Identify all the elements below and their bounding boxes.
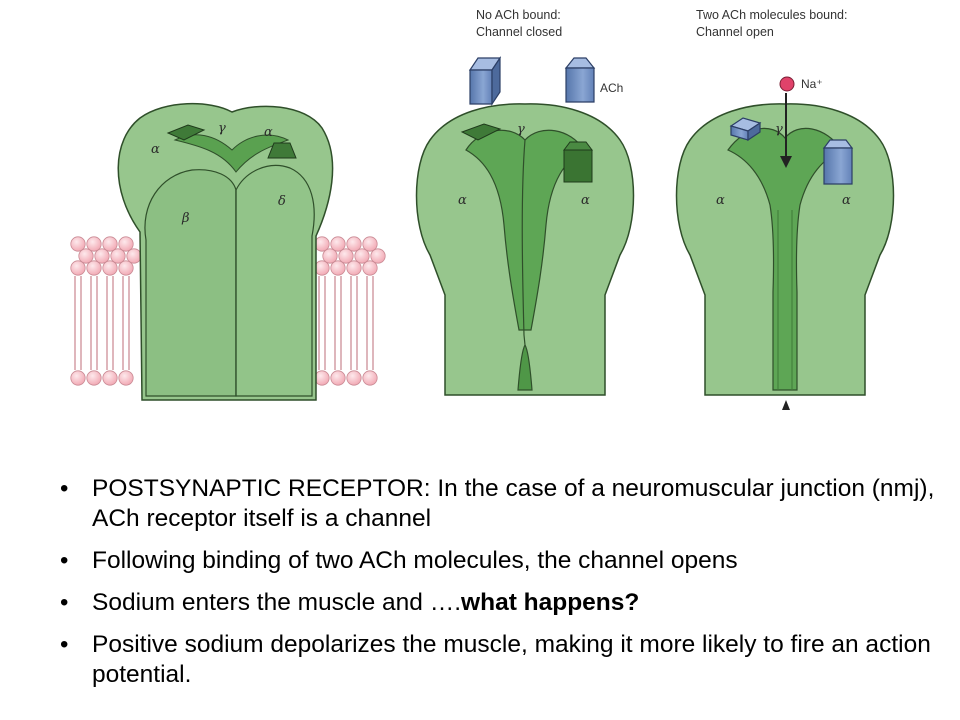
bullet-3: Sodium enters the muscle and ….what happ… xyxy=(56,588,936,618)
bullet-1: POSTSYNAPTIC RECEPTOR: In the case of a … xyxy=(56,474,936,534)
subunit-alpha-4: α xyxy=(581,193,590,208)
receptor-closed xyxy=(415,103,635,396)
subunit-alpha-2: α xyxy=(264,125,273,140)
lipid-head xyxy=(370,248,386,264)
panel3-caption-line1: Two ACh molecules bound: xyxy=(696,8,847,22)
lipid-head xyxy=(346,260,362,276)
ach-label: ACh xyxy=(600,81,623,95)
ach-bound-1 xyxy=(729,117,762,142)
lipid-head xyxy=(110,248,126,264)
receptor-3d xyxy=(117,102,334,401)
lipid-head xyxy=(330,370,346,386)
bullet-2-text: Following binding of two ACh molecules, … xyxy=(92,547,738,574)
subunit-alpha-6: α xyxy=(842,193,851,208)
sodium-ion xyxy=(779,76,795,92)
lipid-head xyxy=(346,370,362,386)
bullet-list: POSTSYNAPTIC RECEPTOR: In the case of a … xyxy=(56,474,936,702)
lipid-head xyxy=(322,248,338,264)
lipid-head xyxy=(70,370,86,386)
panel2-caption-line1: No ACh bound: xyxy=(476,8,561,22)
subunit-delta: δ xyxy=(278,194,286,209)
lipid-head xyxy=(102,370,118,386)
lipid-head xyxy=(86,370,102,386)
bullet-3-bold: what happens? xyxy=(461,589,640,616)
subunit-beta: β xyxy=(181,211,190,226)
subunit-alpha-1: α xyxy=(151,142,160,157)
lipid-head xyxy=(118,260,134,276)
ach-molecule-2 xyxy=(564,57,596,103)
lipid-head xyxy=(102,236,118,252)
ach-bound-2 xyxy=(822,139,854,185)
bullet-4-text: Positive sodium depolarizes the muscle, … xyxy=(92,631,931,688)
lipid-head xyxy=(314,370,330,386)
bullet-2: Following binding of two ACh molecules, … xyxy=(56,546,936,576)
subunit-gamma-3: γ xyxy=(775,122,783,137)
bullet-1-text: POSTSYNAPTIC RECEPTOR: In the case of a … xyxy=(92,475,935,532)
panel3-caption-line2: Channel open xyxy=(696,25,774,39)
lipid-head xyxy=(102,260,118,276)
binding-pocket-closed-2 xyxy=(563,141,593,183)
subunit-alpha-3: α xyxy=(458,193,467,208)
lipid-head xyxy=(86,260,102,276)
lipid-head xyxy=(330,260,346,276)
membrane-left xyxy=(70,236,142,386)
lipid-head xyxy=(330,236,346,252)
panel2-caption-line2: Channel closed xyxy=(476,25,562,39)
sodium-label: Na⁺ xyxy=(801,77,823,91)
lipid-head xyxy=(362,370,378,386)
lipid-head xyxy=(70,260,86,276)
receptor-diagram: α γ α β δ No ACh bound: Channel closed A… xyxy=(70,8,895,410)
bullet-3-text: Sodium enters the muscle and …. xyxy=(92,589,462,616)
lipid-head xyxy=(86,236,102,252)
binding-site-alpha1 xyxy=(166,124,206,141)
subunit-gamma-1: γ xyxy=(218,121,226,136)
bullet-4: Positive sodium depolarizes the muscle, … xyxy=(56,630,936,690)
lipid-head xyxy=(362,260,378,276)
lipid-head xyxy=(338,248,354,264)
binding-site-alpha2 xyxy=(267,142,297,159)
lipid-head xyxy=(78,248,94,264)
lipid-head xyxy=(314,236,330,252)
lipid-head xyxy=(94,248,110,264)
lipid-head xyxy=(346,236,362,252)
binding-site-closed-1 xyxy=(460,123,502,141)
subunit-gamma-2: γ xyxy=(517,122,525,137)
membrane-right xyxy=(314,236,386,386)
sodium-entry-arrow xyxy=(780,93,792,410)
lipid-head xyxy=(70,236,86,252)
lipid-head xyxy=(354,248,370,264)
lipid-head xyxy=(118,370,134,386)
ach-molecule-1 xyxy=(468,56,502,106)
lipid-head xyxy=(362,236,378,252)
subunit-alpha-5: α xyxy=(716,193,725,208)
lipid-head xyxy=(118,236,134,252)
